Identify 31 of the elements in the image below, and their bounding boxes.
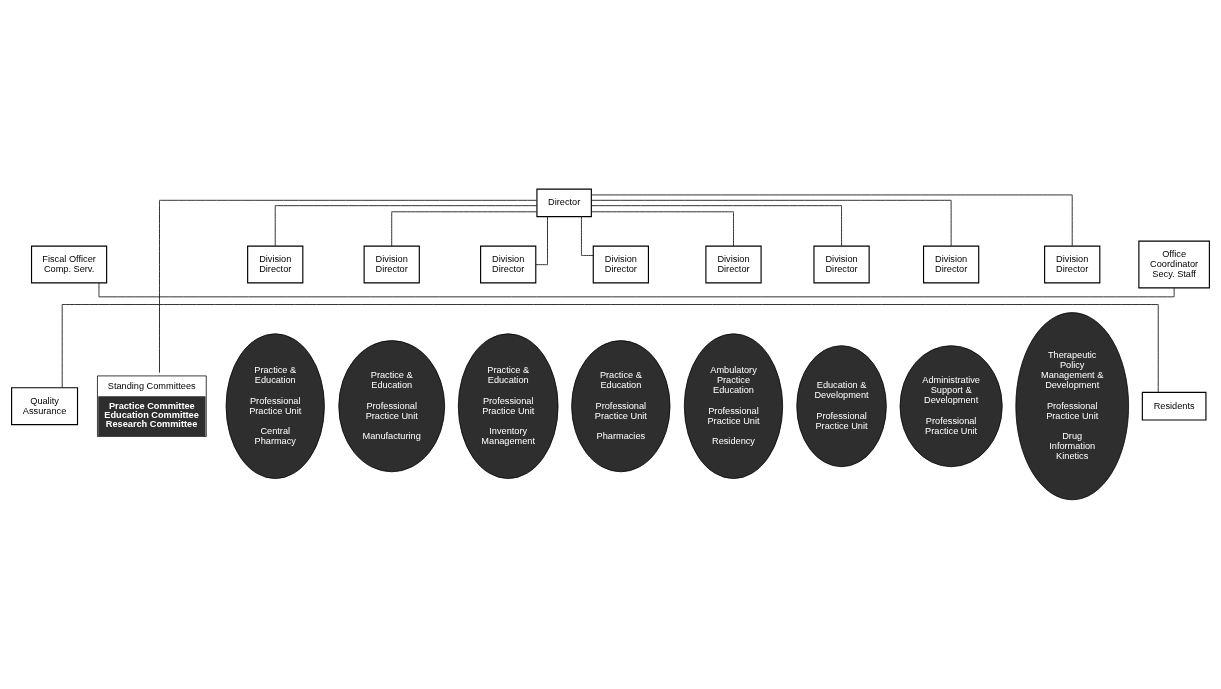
node-ellipse: Practice & Education Professional Practice Unit Manufacturing [338,340,446,473]
node-box: Division Director [480,245,537,284]
connector [274,205,538,247]
node-box: Division Director [705,245,762,284]
node-box: Division Director [363,245,420,284]
node-box: Fiscal Officer Comp. Serv. [30,245,108,284]
node-box: Quality Assurance [11,387,79,426]
node-box: Residents [1141,391,1207,421]
connector [591,205,842,247]
connector [591,194,1073,247]
connector [581,216,594,256]
node-box: Division Director [922,245,980,284]
node-ellipse: Practice & Education Professional Practice Unit Pharmacies [571,340,671,473]
node-box: Division Director [1044,245,1101,284]
node-ellipse: Practice & Education Professional Practice Unit Central Pharmacy [225,333,325,479]
connector [98,282,1175,298]
connector [590,199,952,247]
node-box: Office Coordinator Secy. Staff [1138,240,1210,289]
node-ellipse: Practice & Education Professional Practice Unit Inventory Management [457,333,559,479]
connector [61,304,1159,393]
node-box: Division Director [247,245,304,284]
connector [391,211,538,247]
node-box: Division Director [813,245,870,284]
connector [590,211,734,247]
node-ellipse: Therapeutic Policy Management & Development Professional Practice Unit Drug Information Kinetics [1015,312,1129,501]
connector [535,216,548,266]
node-box: Division Director [592,245,649,284]
node-box: Director [536,188,592,218]
node-ellipse: Administrative Support & Development Professional Practice Unit [899,345,1003,468]
node-ellipse: Education & Development Professional Practice Unit [796,345,887,468]
node-ellipse: Ambulatory Practice Education Professional Practice Unit Residency [683,333,784,479]
